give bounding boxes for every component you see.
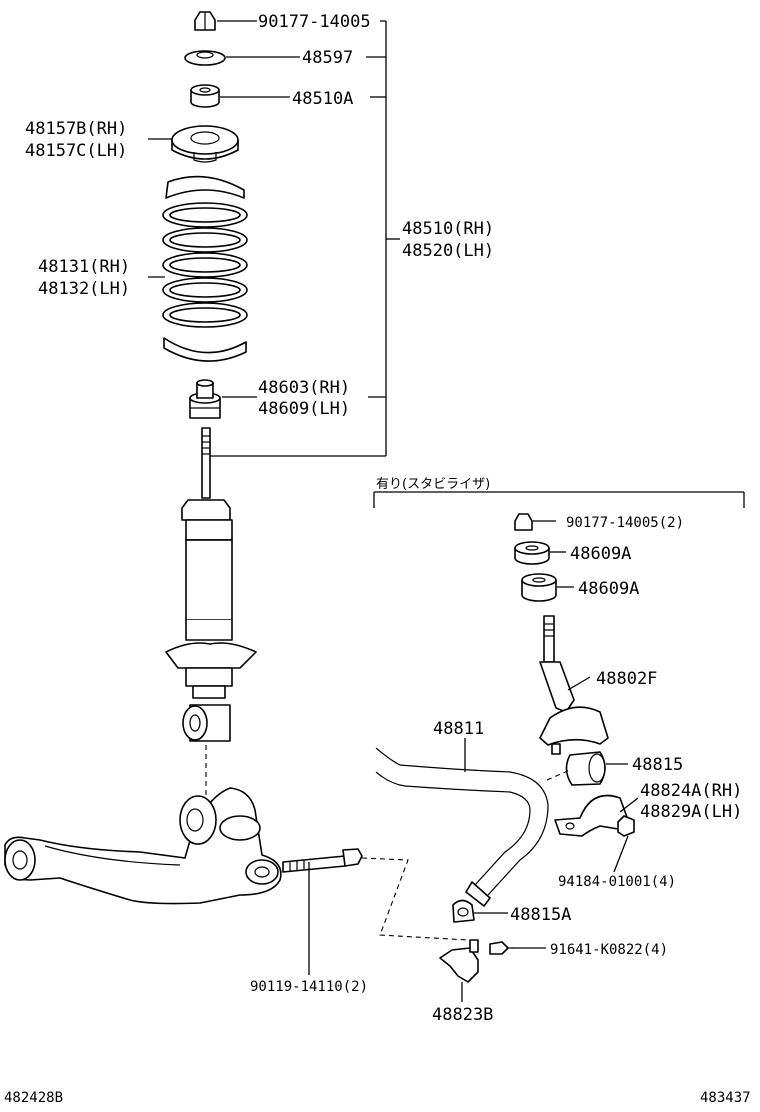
label-spring-rh: 48131(RH)	[38, 257, 130, 277]
top-nut-icon	[194, 11, 216, 31]
bump-stopper-icon	[189, 379, 221, 419]
spring-seat-icon	[171, 125, 239, 163]
footer-right-code: 483437	[700, 1090, 751, 1106]
stab-cushion-icon	[521, 573, 557, 602]
label-stab-nut: 90177-14005(2)	[566, 515, 684, 531]
label-seat-upper-lh: 48157C(LH)	[25, 141, 127, 161]
label-arm-bolt: 90119-14110(2)	[250, 979, 368, 995]
label-spring-lh: 48132(LH)	[38, 279, 130, 299]
label-stabilizer-header: 有り(スタビライザ)	[376, 477, 490, 492]
label-lower-bracket: 48823B	[432, 1005, 493, 1025]
label-nut-top: 90177-14005	[258, 12, 371, 32]
label-bracket-nut: 94184-01001(4)	[558, 874, 676, 890]
stabilizer-bar-icon	[375, 747, 571, 923]
label-bracket-rh: 48824A(RH)	[640, 781, 742, 801]
footer-left-code: 482428B	[4, 1090, 63, 1106]
label-bracket-lh: 48829A(LH)	[640, 802, 742, 822]
label-bracket-bolt: 91641-K0822(4)	[550, 942, 668, 958]
label-bumper-rh: 48603(RH)	[258, 378, 350, 398]
label-stab-cushion-1: 48609A	[570, 544, 631, 564]
arm-bolt-icon	[282, 848, 363, 873]
label-stab-bushing: 48815	[632, 755, 683, 775]
label-stab-bar: 48811	[433, 719, 484, 739]
lower-arm-icon	[4, 787, 282, 905]
label-stab-cushion-2: 48609A	[578, 579, 639, 599]
washer-icon	[184, 50, 226, 66]
label-washer-top: 48597	[302, 48, 353, 68]
label-absorber-rh: 48510(RH)	[402, 219, 494, 239]
coil-spring-icon	[162, 175, 248, 362]
bracket-nut-icon	[617, 815, 635, 837]
label-seat-upper-rh: 48157B(RH)	[25, 119, 127, 139]
label-bushing-top: 48510A	[292, 89, 353, 109]
stab-nut-icon	[514, 513, 533, 531]
upper-bushing-icon	[190, 84, 220, 108]
lower-bracket-icon	[439, 939, 479, 983]
label-bar-bushing: 48815A	[510, 905, 571, 925]
shock-absorber-icon	[165, 427, 257, 742]
label-absorber-lh: 48520(LH)	[402, 241, 494, 261]
stab-cushion-icon	[514, 541, 550, 565]
stab-bracket-icon	[554, 794, 629, 837]
label-stab-link: 48802F	[596, 669, 657, 689]
stab-link-icon	[539, 615, 609, 755]
label-bumper-lh: 48609(LH)	[258, 399, 350, 419]
stab-bushing-icon	[565, 751, 606, 786]
bracket-bolt-icon	[489, 941, 513, 955]
